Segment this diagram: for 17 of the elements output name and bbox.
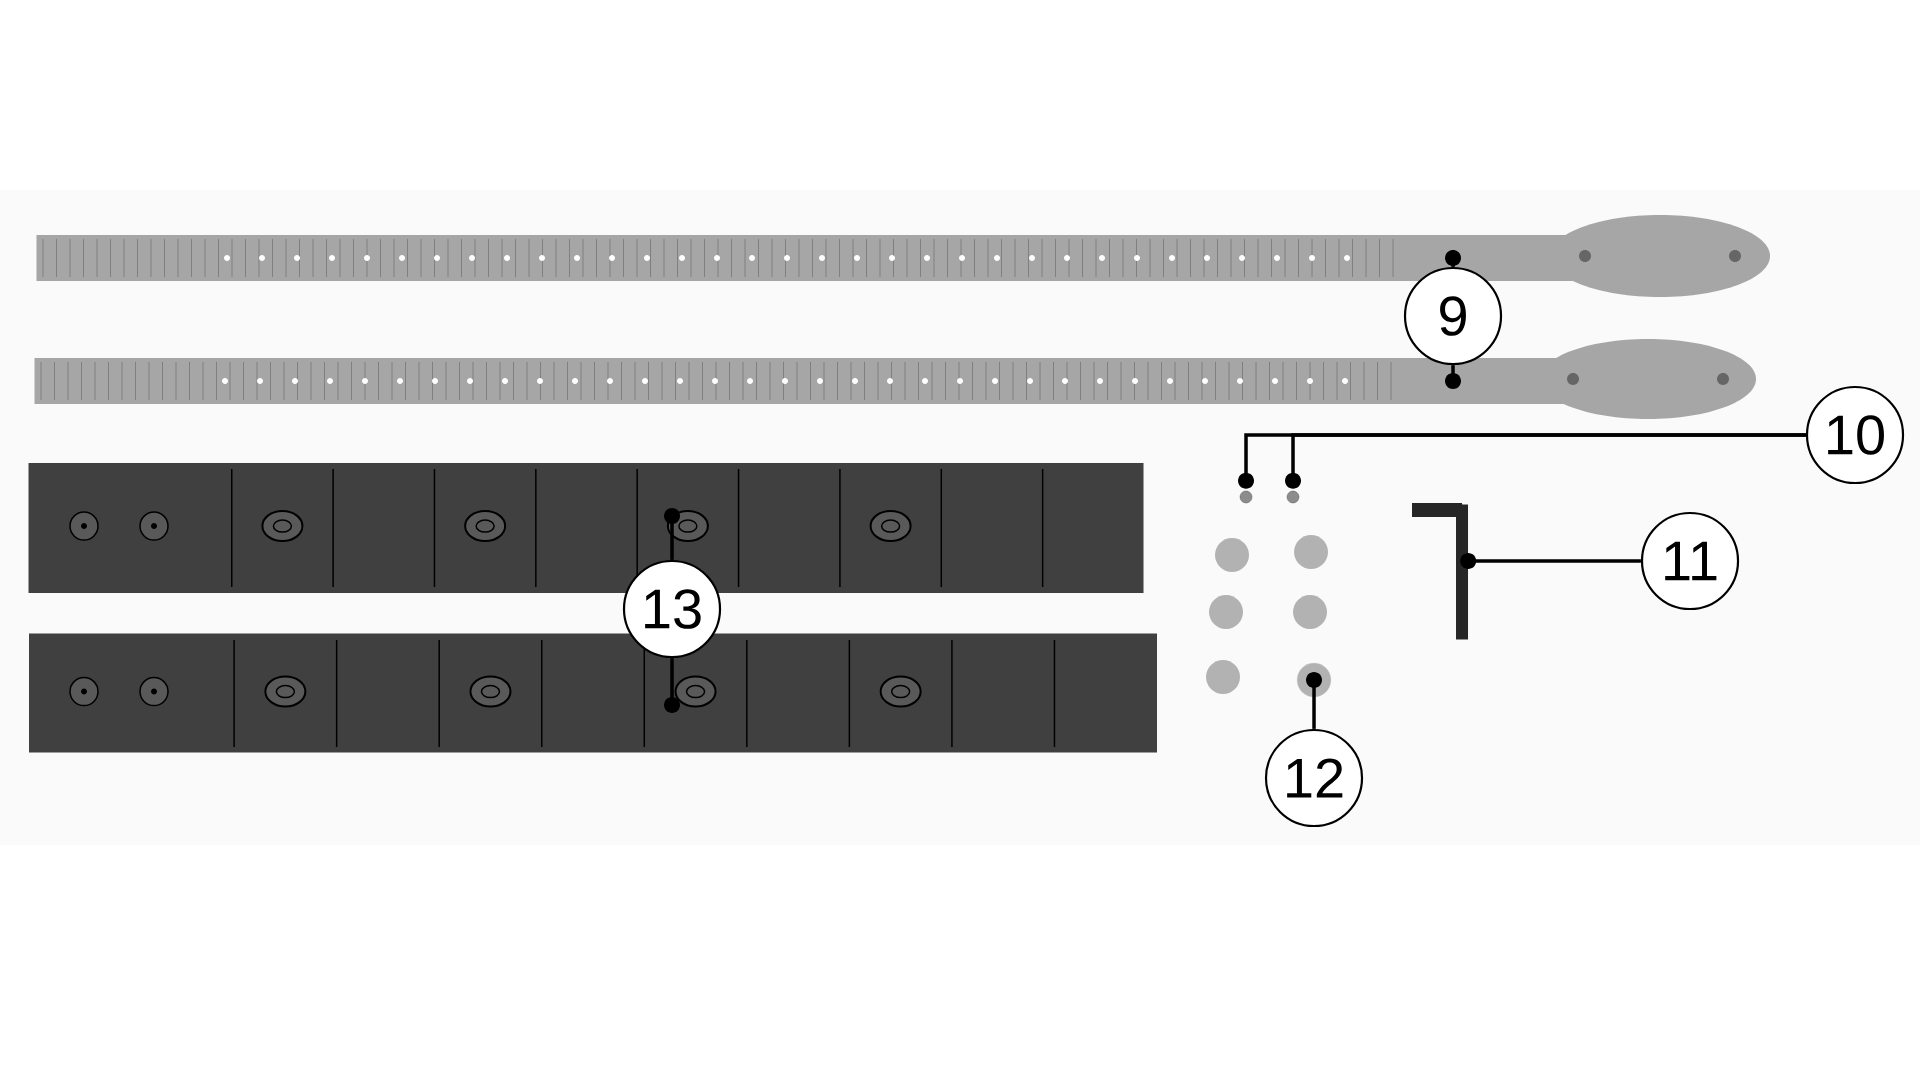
leader-line [1306,672,1322,729]
callout-number: 13 [622,559,722,659]
screw-drawing [1286,490,1300,504]
leader-line [1460,553,1641,569]
callout-number: 12 [1264,728,1364,828]
callout-number: 10 [1805,385,1905,485]
hex-key-drawing [1412,503,1468,640]
strap-drawing [36,215,1770,297]
leader-line [664,508,680,560]
leader-line [1445,365,1461,389]
callout-number: 11 [1640,511,1740,611]
leader-line [1445,250,1461,267]
pad-drawing [29,633,1157,753]
screw-drawing [1239,490,1253,504]
strap-drawing [34,339,1756,419]
callout-number: 9 [1403,266,1503,366]
leader-line [664,658,680,713]
